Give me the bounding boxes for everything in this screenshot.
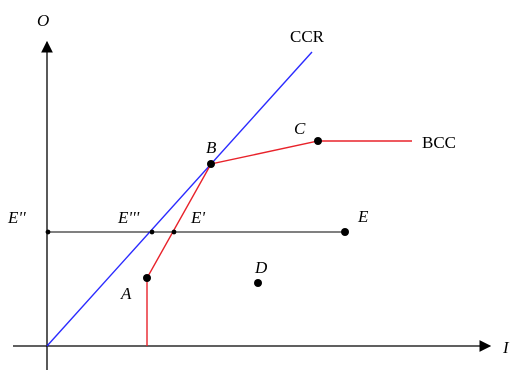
point-e-double-prime	[45, 229, 51, 235]
point-d-label: D	[254, 258, 268, 277]
point-e-triple-prime-label: E'''	[117, 208, 140, 227]
y-axis-label: O	[37, 11, 49, 30]
point-c-label: C	[294, 119, 306, 138]
point-e-prime	[171, 229, 177, 235]
point-e-prime-label: E'	[190, 208, 205, 227]
bcc-frontier-line	[146, 140, 412, 346]
point-b-label: B	[206, 138, 217, 157]
point-c	[314, 137, 322, 145]
point-a-label: A	[120, 284, 132, 303]
point-d	[254, 279, 262, 287]
ccr-frontier-line	[46, 51, 313, 347]
point-e-double-prime-label: E''	[7, 208, 26, 227]
point-e	[341, 228, 349, 236]
x-axis-label: I	[502, 338, 510, 357]
point-a	[143, 274, 151, 282]
ccr-label: CCR	[290, 27, 325, 46]
bcc-label: BCC	[422, 133, 456, 152]
point-e-triple-prime	[149, 229, 155, 235]
point-b	[207, 160, 215, 168]
point-e-label: E	[357, 207, 369, 226]
